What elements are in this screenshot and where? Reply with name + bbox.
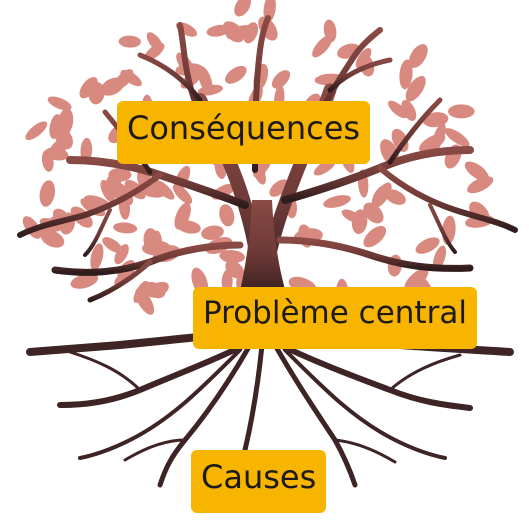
leaf <box>243 22 259 44</box>
leaf <box>108 167 132 182</box>
causes-label: Causes <box>191 450 327 513</box>
leaf <box>40 229 65 248</box>
leaf <box>464 161 489 182</box>
leaf <box>118 35 141 48</box>
leaf <box>39 180 56 207</box>
leaf <box>271 70 291 89</box>
leaf <box>25 121 48 141</box>
leaf <box>351 209 368 235</box>
leaf <box>372 182 392 208</box>
leaf <box>363 225 387 248</box>
leaf <box>444 128 470 147</box>
leaf <box>408 44 428 68</box>
trunk <box>238 200 288 300</box>
leaf <box>388 100 408 119</box>
leaf <box>432 245 447 271</box>
leaf <box>201 225 224 240</box>
leaf <box>225 65 247 84</box>
leaf <box>222 21 245 43</box>
leaf <box>114 269 135 286</box>
leaf <box>144 43 165 61</box>
leaf <box>363 202 384 224</box>
leaf <box>312 35 333 58</box>
leaf <box>234 0 251 17</box>
leaf <box>102 237 123 253</box>
leaf <box>49 136 72 155</box>
leaf <box>323 195 351 208</box>
leaf <box>143 281 166 299</box>
leaf <box>355 48 372 69</box>
leaf <box>419 133 446 153</box>
leaf <box>422 112 449 128</box>
leaf <box>206 24 230 37</box>
leaf <box>142 240 171 256</box>
leaf <box>41 149 54 172</box>
leaf <box>197 65 213 94</box>
leaf <box>385 189 406 205</box>
leaf <box>405 75 426 102</box>
leaf <box>57 108 74 136</box>
leaf <box>219 250 245 263</box>
leaf <box>47 96 72 111</box>
leaf <box>114 244 129 265</box>
leaf <box>391 128 409 152</box>
leaf <box>415 237 440 254</box>
leaf <box>447 104 475 119</box>
leaf <box>79 77 98 99</box>
leaf <box>399 59 413 90</box>
leaf <box>174 202 191 230</box>
central-problem-label: Problème central <box>193 287 477 349</box>
consequences-label: Conséquences <box>117 101 371 164</box>
leaf <box>135 288 155 315</box>
leaf <box>100 179 115 203</box>
leaf <box>113 222 138 234</box>
leaf <box>269 179 289 197</box>
leaf <box>219 204 235 227</box>
leaf <box>70 273 99 289</box>
leaf <box>100 77 125 96</box>
leaf <box>175 22 198 37</box>
leaf <box>90 243 104 271</box>
